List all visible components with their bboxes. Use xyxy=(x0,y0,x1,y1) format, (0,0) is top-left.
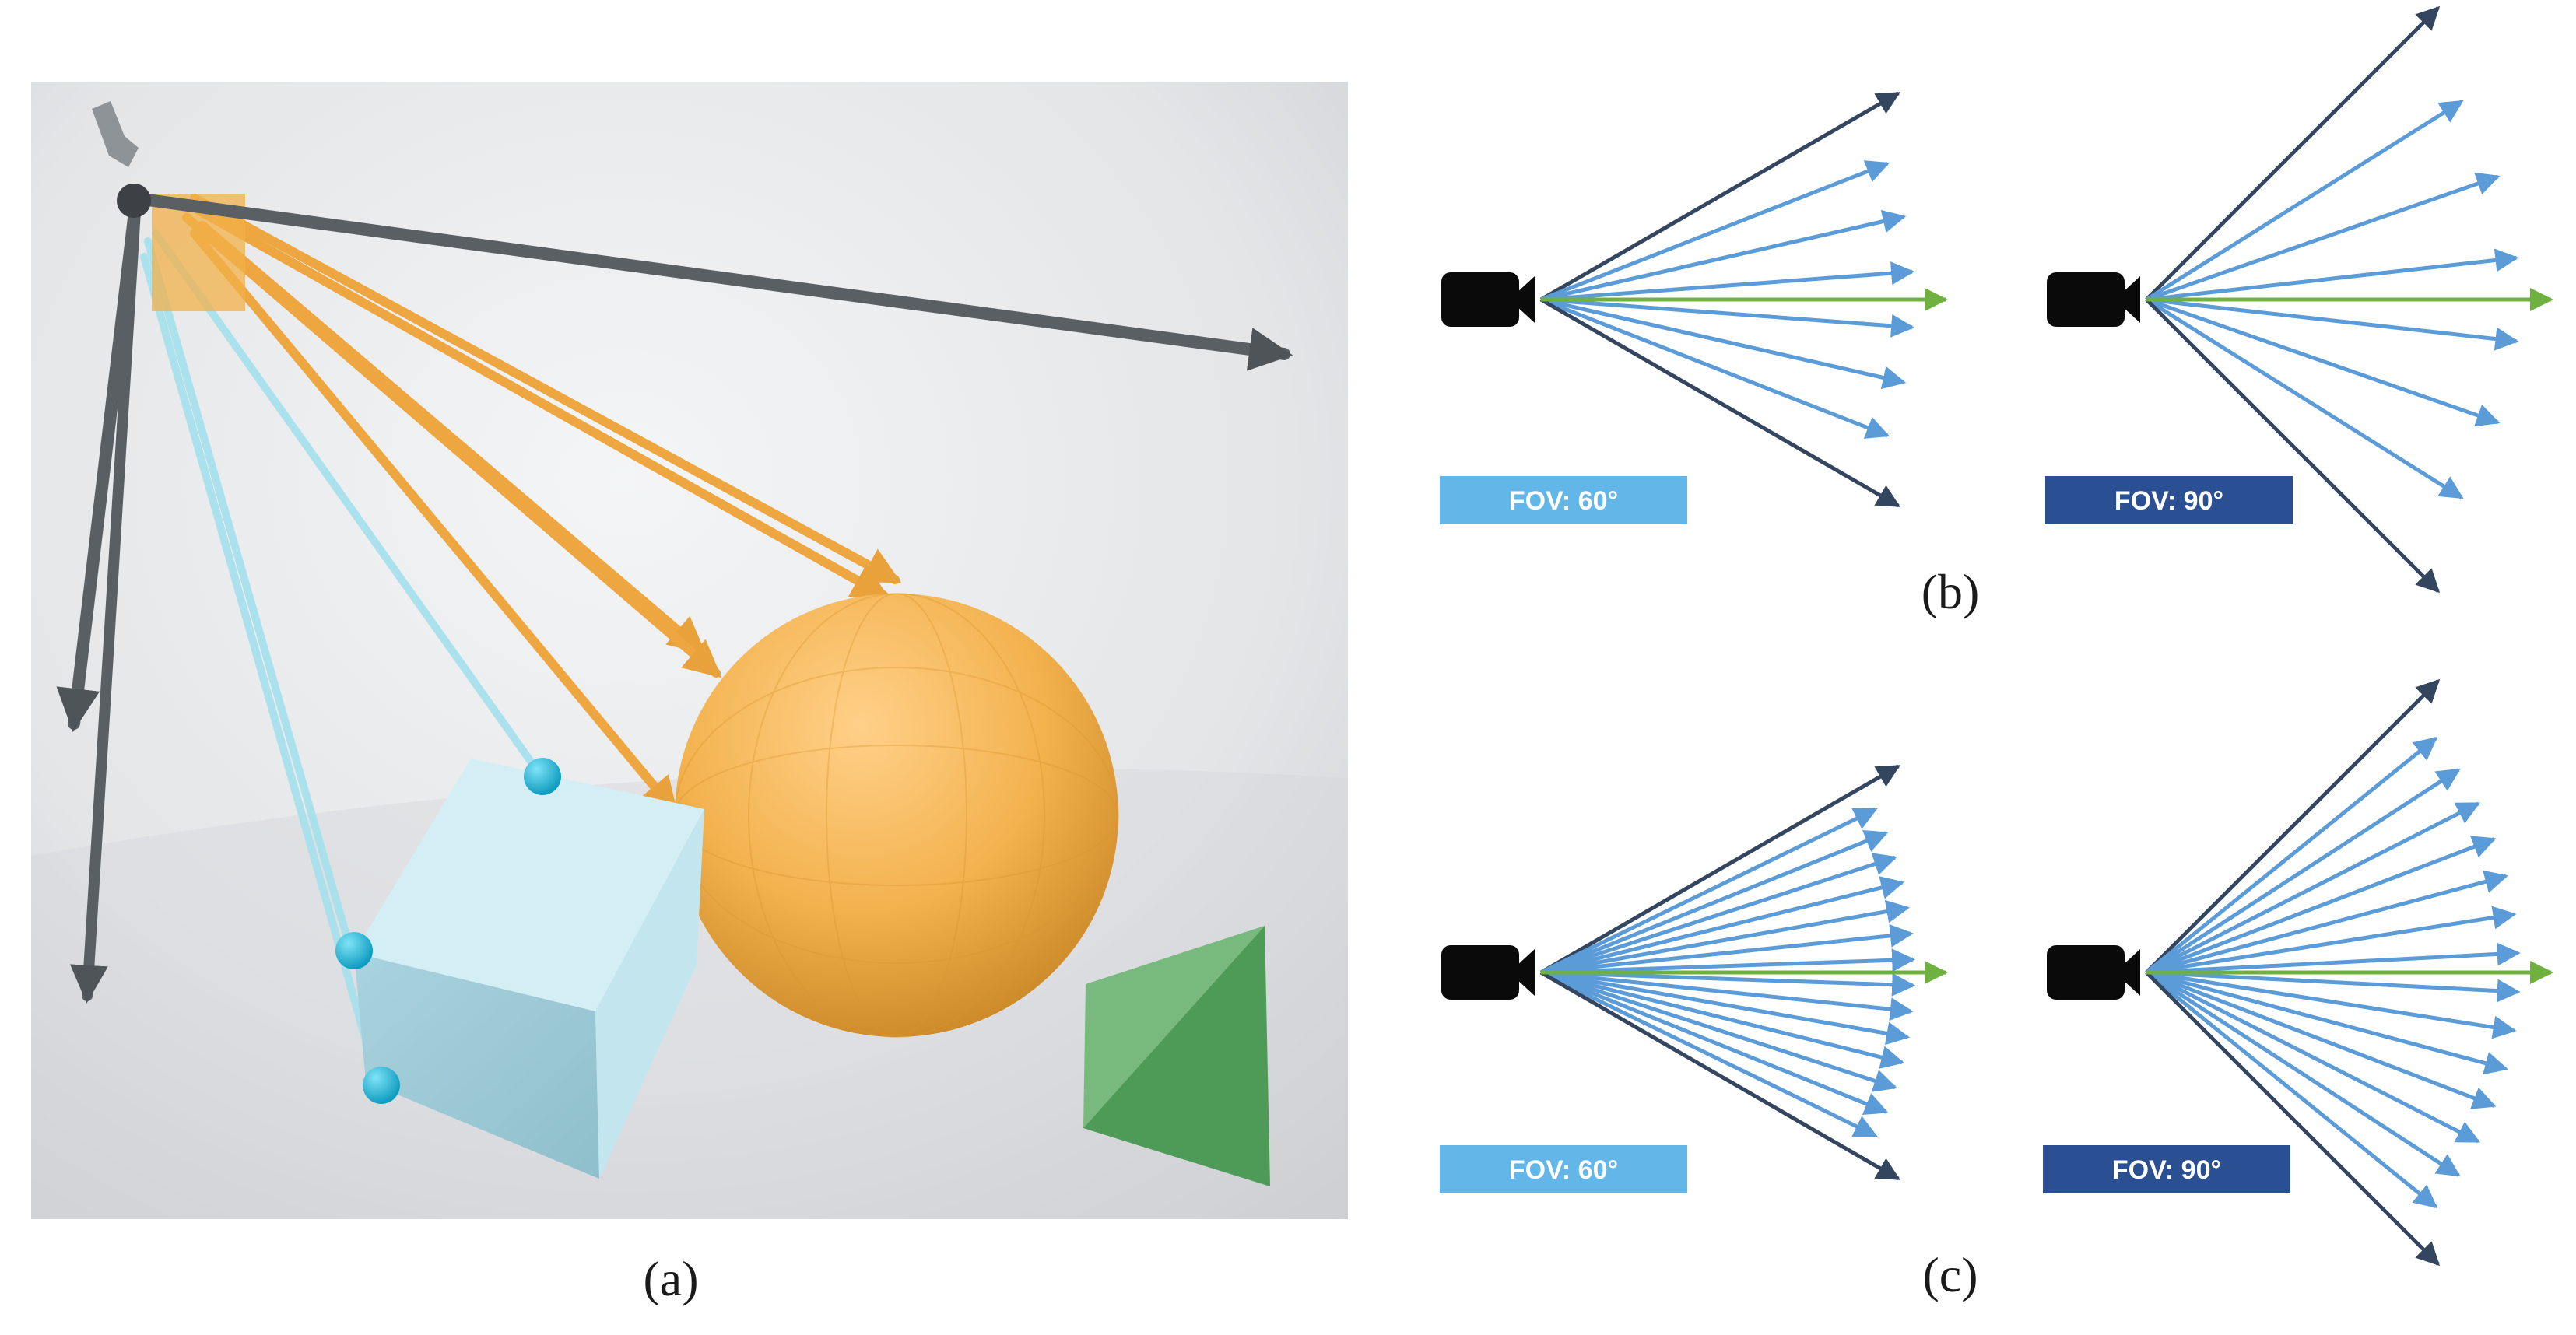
fov-label: FOV: 60° xyxy=(1509,1155,1618,1185)
x-axis xyxy=(130,192,1293,371)
cube xyxy=(354,759,704,1179)
edge-ray xyxy=(2145,298,2441,594)
inner-ray xyxy=(1539,970,1878,1137)
sphere xyxy=(675,594,1118,1037)
inner-ray xyxy=(1540,297,1915,338)
inner-ray xyxy=(1540,970,1914,1021)
edge-ray xyxy=(2145,5,2441,301)
axes xyxy=(56,192,1293,1004)
inner-ray xyxy=(2145,768,2461,975)
inner-ray xyxy=(1540,853,1897,975)
orange-rays xyxy=(182,194,902,815)
fov-label-box xyxy=(1440,1145,1687,1193)
fov-label: FOV: 60° xyxy=(1509,486,1618,516)
inner-ray xyxy=(1540,970,1911,1046)
inner-ray xyxy=(2145,970,2461,1177)
inner-ray xyxy=(1540,970,1916,997)
inner-ray xyxy=(2146,172,2501,302)
inner-ray xyxy=(2146,942,2521,975)
panel-a: (a) xyxy=(31,82,1348,1306)
origin-point xyxy=(117,184,151,218)
fov-label-box xyxy=(1440,476,1687,524)
panel-b: FOV: 60° FOV: 90° (b) xyxy=(1440,5,2553,619)
inner-ray xyxy=(1540,160,1890,302)
inner-ray xyxy=(1540,899,1911,975)
inner-ray xyxy=(2145,736,2438,974)
camera-icon xyxy=(1441,945,1535,1000)
inner-ray xyxy=(2146,870,2508,975)
inner-ray xyxy=(1540,830,1889,975)
inner-ray xyxy=(1540,923,1914,975)
edge-ray xyxy=(2145,678,2441,974)
hit-markers xyxy=(335,758,561,1104)
caption-a: (a) xyxy=(643,1251,698,1306)
inner-ray xyxy=(2146,297,2501,427)
fov-diagram: FOV: 60° xyxy=(1440,764,1948,1193)
inner-ray xyxy=(2146,970,2497,1109)
inner-ray xyxy=(1540,970,1897,1092)
inner-ray xyxy=(1540,948,1916,975)
inner-ray xyxy=(1540,261,1915,302)
edge-ray xyxy=(1539,297,1900,508)
fov-label-box xyxy=(2045,476,2293,524)
inner-ray xyxy=(1540,970,1889,1115)
inner-ray xyxy=(1540,209,1907,302)
inner-ray xyxy=(1540,297,1890,439)
inner-ray xyxy=(2145,297,2464,499)
fov-diagram: FOV: 90° xyxy=(2043,678,2553,1267)
fov-label-box xyxy=(2043,1145,2290,1193)
fov-diagram: FOV: 60° xyxy=(1440,91,1948,524)
panel-c: FOV: 60° FOV: 90° (c) xyxy=(1440,678,2553,1302)
hit-marker xyxy=(363,1067,400,1104)
hit-marker xyxy=(335,932,373,969)
caption-b: (b) xyxy=(1921,564,1980,619)
inner-ray xyxy=(1540,970,1905,1069)
inner-ray xyxy=(2145,100,2464,302)
inner-ray xyxy=(2146,970,2508,1075)
fov-diagram: FOV: 90° xyxy=(2045,5,2553,594)
z-axis xyxy=(69,193,142,1004)
camera-icon xyxy=(2047,272,2140,327)
inner-ray xyxy=(2146,970,2517,1039)
inner-ray xyxy=(2146,906,2517,975)
camera-icon xyxy=(2047,945,2140,1000)
inner-ray xyxy=(2146,836,2497,975)
fov-label: FOV: 90° xyxy=(2114,486,2223,516)
hit-marker xyxy=(524,758,561,795)
inner-ray xyxy=(2145,970,2480,1144)
camera-model-icon xyxy=(92,101,139,167)
inner-ray xyxy=(1540,876,1905,975)
inner-ray xyxy=(2145,801,2480,975)
inner-ray xyxy=(1540,297,1907,390)
pyramid xyxy=(1083,926,1270,1186)
fov-label: FOV: 90° xyxy=(2112,1155,2221,1185)
inner-ray xyxy=(2146,970,2521,1003)
edge-ray xyxy=(1539,970,1900,1181)
inner-ray xyxy=(2146,248,2519,302)
camera-icon xyxy=(1441,272,1535,327)
edge-ray xyxy=(1539,764,1900,975)
edge-ray xyxy=(2145,971,2441,1267)
inner-ray xyxy=(1539,808,1878,975)
inner-ray xyxy=(2145,971,2438,1209)
inner-ray xyxy=(2146,297,2519,351)
edge-ray xyxy=(1539,91,1900,302)
caption-c: (c) xyxy=(1922,1247,1978,1302)
